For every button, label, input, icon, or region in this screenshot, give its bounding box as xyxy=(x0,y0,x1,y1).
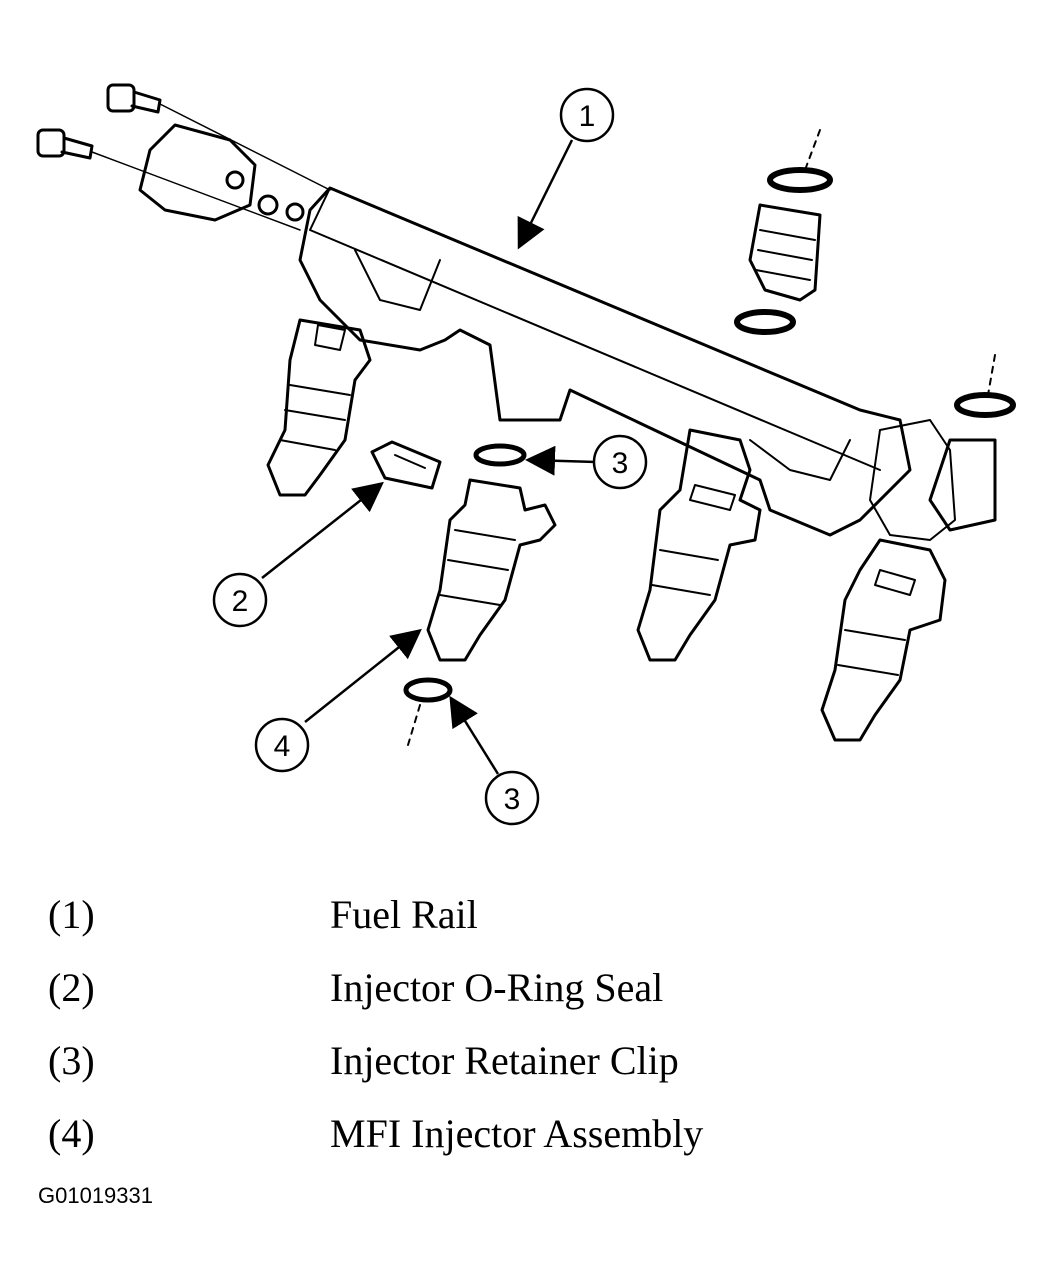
callout-2: 2 xyxy=(212,572,268,628)
legend-number: (1) xyxy=(48,892,95,937)
end-fitting-o-ring xyxy=(954,392,1016,418)
svg-text:2: 2 xyxy=(232,585,249,618)
figure-id: G01019331 xyxy=(38,1183,153,1208)
fitting-o-ring-top xyxy=(767,167,833,193)
legend-label: Injector Retainer Clip xyxy=(330,1038,679,1083)
pressure-regulator xyxy=(138,123,257,222)
injector-exploded xyxy=(426,478,557,662)
legend-label: Fuel Rail xyxy=(330,892,478,937)
svg-text:3: 3 xyxy=(504,783,521,816)
rail-o-ring xyxy=(473,443,527,467)
legend-number: (3) xyxy=(48,1038,95,1083)
bolt-lower xyxy=(36,128,94,160)
callout-3-upper: 3 xyxy=(592,434,648,490)
svg-text:1: 1 xyxy=(579,100,596,133)
fuel-rail xyxy=(298,186,912,537)
injector-3 xyxy=(636,428,762,662)
callout-3-lower: 3 xyxy=(484,770,540,826)
legend-label: Injector O-Ring Seal xyxy=(330,965,664,1010)
callout-4: 4 xyxy=(254,717,310,773)
callout-1: 1 xyxy=(559,87,615,143)
legend-row: (2) Injector O-Ring Seal xyxy=(0,963,1049,1013)
injector-1 xyxy=(266,318,372,497)
retainer-clip xyxy=(370,440,442,490)
legend-row: (3) Injector Retainer Clip xyxy=(0,1036,1049,1086)
legend-row: (1) Fuel Rail xyxy=(0,890,1049,940)
fitting-o-ring-bottom xyxy=(734,309,796,335)
fuel-line-fitting xyxy=(748,203,822,302)
injector-o-ring xyxy=(403,677,453,703)
legend-label: MFI Injector Assembly xyxy=(330,1111,704,1156)
svg-text:4: 4 xyxy=(274,730,291,763)
fuel-rail-exploded-diagram: 1 2 3 4 3 xyxy=(36,83,1016,826)
legend-number: (4) xyxy=(48,1111,95,1156)
injector-4 xyxy=(820,538,947,742)
legend-row: (4) MFI Injector Assembly xyxy=(0,1109,1049,1159)
bolt-upper xyxy=(106,83,162,114)
svg-text:3: 3 xyxy=(612,447,629,480)
legend-number: (2) xyxy=(48,965,95,1010)
